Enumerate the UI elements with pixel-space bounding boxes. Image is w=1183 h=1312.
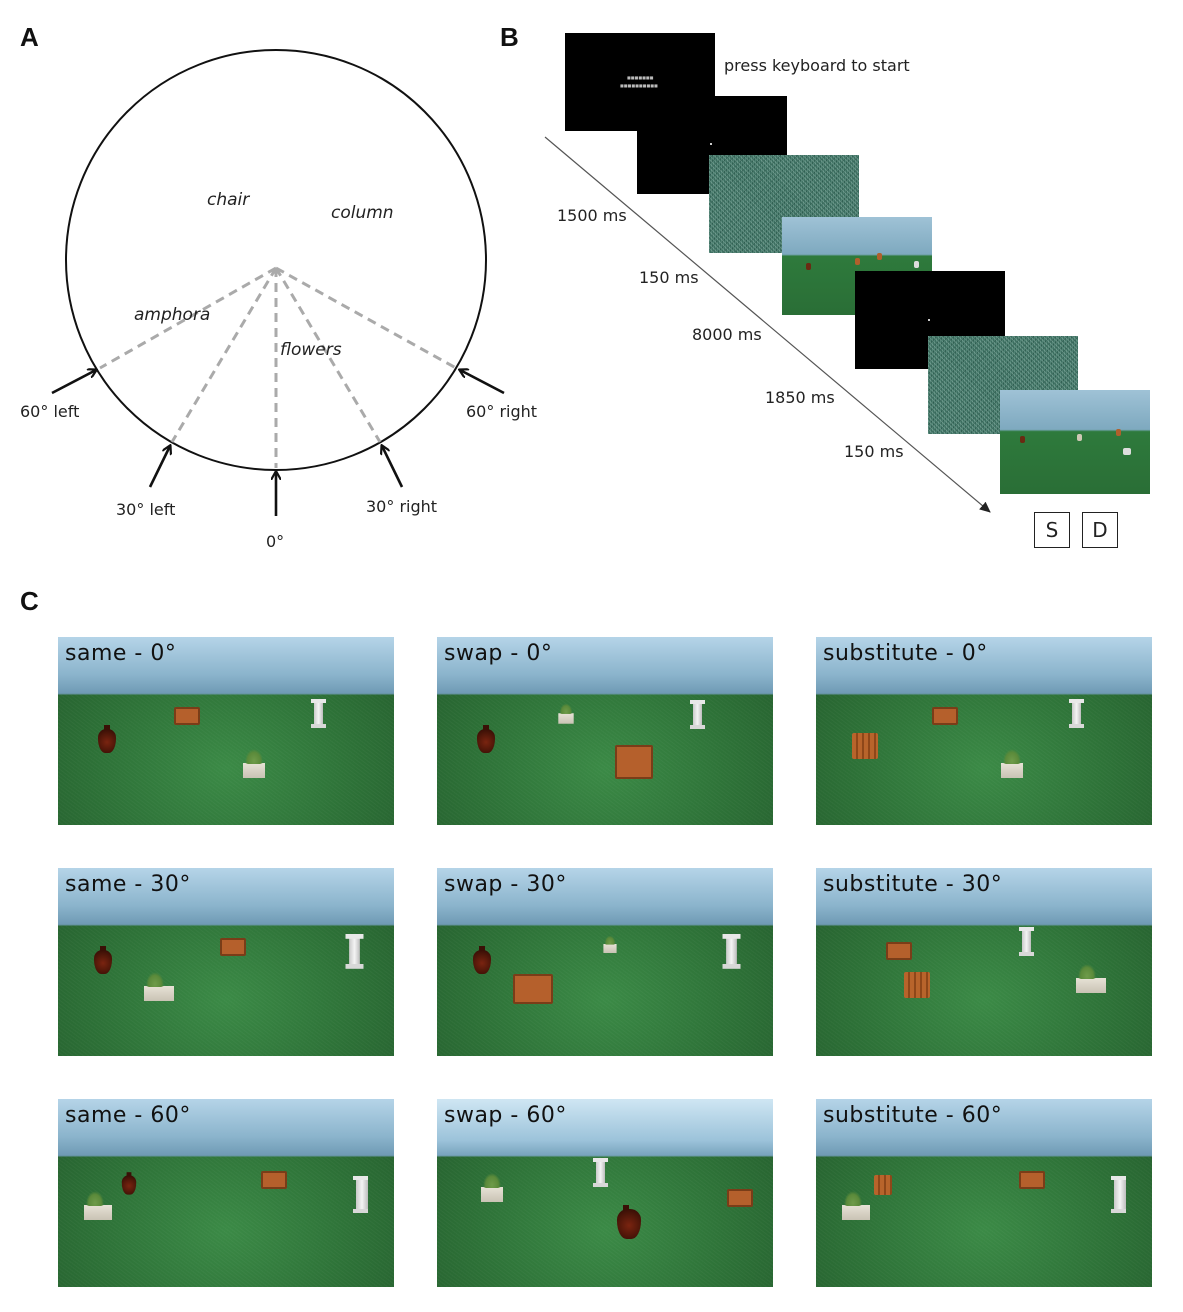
flowers-object [243, 749, 265, 778]
scene-label: substitute - 0° [823, 641, 988, 666]
fixation-dot [710, 143, 712, 145]
object-label-column: column [331, 203, 394, 223]
amphora-object [94, 946, 112, 974]
key-s-box: S [1034, 512, 1070, 548]
instruction-text: press keyboard to start [724, 56, 910, 75]
scene-label: swap - 0° [444, 641, 553, 666]
mini-chair [855, 258, 860, 265]
scene-label: swap - 30° [444, 872, 567, 897]
chair-object [174, 707, 200, 725]
mini-flowers-test [1077, 434, 1082, 441]
flowers-object [144, 972, 174, 1001]
chair-object [886, 942, 912, 960]
scene-substitute-60: substitute - 60° [816, 1099, 1152, 1287]
flowers-object [481, 1173, 503, 1202]
flowers-object [558, 703, 574, 724]
scene-label: substitute - 60° [823, 1103, 1003, 1128]
column-object [690, 700, 705, 729]
arrow-60-right-icon [460, 370, 505, 395]
chair-object [220, 938, 246, 956]
timing-label-2: 150 ms [639, 268, 699, 287]
arrow-30-left-icon [148, 446, 170, 488]
scene-label: same - 0° [65, 641, 177, 666]
crate-object [874, 1175, 892, 1195]
chair-object [513, 974, 553, 1004]
chair-object [1019, 1171, 1045, 1189]
chair-object [615, 745, 653, 779]
amphora-object [121, 1172, 137, 1195]
column-object [311, 699, 326, 728]
mini-column [914, 261, 919, 268]
crate-object [852, 733, 878, 759]
scene-swap-30: swap - 30° [437, 868, 773, 1056]
column-object [593, 1158, 608, 1187]
flowers-object [603, 935, 617, 953]
panel-a-diagram: chair column amphora flowers 60° left 30… [20, 49, 537, 551]
object-label-flowers: flowers [280, 340, 342, 360]
timing-label-5: 150 ms [844, 442, 904, 461]
column-object [345, 933, 364, 969]
scene-substitute-30: substitute - 30° [816, 868, 1152, 1056]
fixation-dot-2 [928, 319, 930, 321]
amphora-object [477, 725, 495, 753]
scene-label: swap - 60° [444, 1103, 567, 1128]
scene-swap-0: swap - 0° [437, 637, 773, 825]
arrow-30-right-icon [382, 446, 404, 488]
screen-instruction-text: ■■■■■■■ [627, 75, 654, 80]
mini-amphora-test [1020, 436, 1025, 443]
timing-label-4: 1850 ms [765, 388, 835, 407]
column-object [1069, 699, 1084, 728]
mini-amphora [806, 263, 811, 270]
line-60-right [275, 266, 457, 370]
viewpoint-label-60-left: 60° left [20, 402, 79, 421]
flowers-object [84, 1191, 112, 1220]
chair-object [727, 1189, 753, 1207]
chair-object [932, 707, 958, 725]
panel-letter-b: B [500, 22, 519, 52]
amphora-object [473, 946, 491, 974]
timing-label-3: 8000 ms [692, 325, 762, 344]
scene-label: same - 30° [65, 872, 191, 897]
screen-instruction-text-2: ■■■■■■■■■■ [620, 83, 658, 88]
flowers-object [842, 1191, 870, 1220]
scene-same-60: same - 60° [58, 1099, 394, 1287]
viewpoint-label-0: 0° [266, 532, 284, 551]
arrow-60-left-icon [51, 370, 96, 395]
column-object [1019, 927, 1034, 956]
timing-label-1: 1500 ms [557, 206, 627, 225]
line-60-left [99, 266, 277, 370]
viewpoint-label-30-left: 30° left [116, 500, 175, 519]
crate-object [904, 972, 930, 998]
mini-column-test [1123, 448, 1131, 455]
screen-test-scene [1000, 390, 1150, 494]
viewpoint-arrows [51, 370, 505, 516]
scene-same-30: same - 30° [58, 868, 394, 1056]
flowers-object [1001, 749, 1023, 778]
viewing-lines [99, 266, 457, 468]
line-30-right [274, 267, 382, 443]
amphora-object [98, 725, 116, 753]
amphora-object [617, 1205, 641, 1239]
flowers-object [1076, 964, 1106, 993]
scene-substitute-0: substitute - 0° [816, 637, 1152, 825]
viewpoint-label-30-right: 30° right [366, 497, 437, 516]
column-object [353, 1176, 368, 1213]
mini-chair-2 [877, 253, 882, 260]
object-label-chair: chair [207, 190, 250, 210]
key-d-box: D [1082, 512, 1118, 548]
scene-label: same - 60° [65, 1103, 191, 1128]
column-object [722, 933, 741, 969]
viewpoint-label-60-right: 60° right [466, 402, 537, 421]
scene-same-0: same - 0° [58, 637, 394, 825]
mini-chair-test [1116, 429, 1121, 436]
scene-label: substitute - 30° [823, 872, 1003, 897]
column-object [1111, 1176, 1126, 1213]
panel-letter-a: A [20, 22, 39, 52]
object-label-amphora: amphora [134, 305, 210, 325]
chair-object [261, 1171, 287, 1189]
scene-swap-60: swap - 60° [437, 1099, 773, 1287]
line-30-left [170, 267, 278, 443]
panel-letter-c: C [20, 586, 39, 616]
